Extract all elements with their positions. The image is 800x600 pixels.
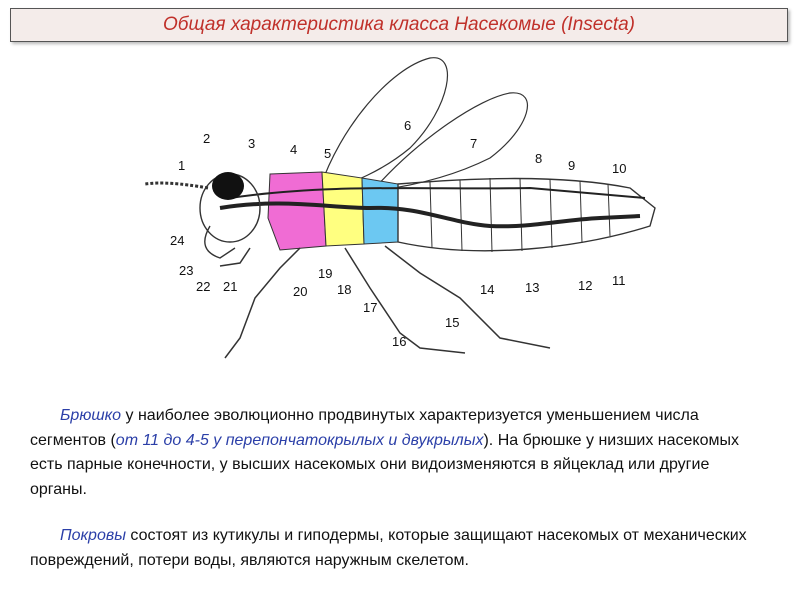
label-15: 15 bbox=[445, 315, 459, 330]
label-2: 2 bbox=[203, 131, 210, 146]
label-8: 8 bbox=[535, 151, 542, 166]
label-12: 12 bbox=[578, 278, 592, 293]
label-21: 21 bbox=[223, 279, 237, 294]
wing-fore bbox=[319, 57, 448, 191]
label-20: 20 bbox=[293, 284, 307, 299]
label-16: 16 bbox=[392, 334, 406, 349]
label-3: 3 bbox=[248, 136, 255, 151]
abdomen-segment-lines bbox=[429, 177, 611, 253]
digestive-tract bbox=[219, 201, 641, 229]
label-24: 24 bbox=[170, 233, 184, 248]
label-11: 11 bbox=[612, 273, 626, 288]
label-9: 9 bbox=[568, 158, 575, 173]
label-17: 17 bbox=[363, 300, 377, 315]
abdomen-highlight: от 11 до 4-5 у перепончатокрылых и двукр… bbox=[115, 431, 484, 449]
paragraph-integument: Покровы состоят из кутикулы и гиподермы,… bbox=[30, 524, 770, 573]
abdomen-text-1: у наиболее эволюционно продвинутых харак… bbox=[30, 407, 699, 449]
label-18: 18 bbox=[337, 282, 351, 297]
paragraph-abdomen: Брюшко у наиболее эволюционно продвинуты… bbox=[30, 404, 770, 502]
legs bbox=[219, 245, 551, 359]
mouthparts bbox=[204, 225, 236, 259]
label-10: 10 bbox=[612, 161, 626, 176]
label-13: 13 bbox=[525, 280, 539, 295]
label-23: 23 bbox=[179, 263, 193, 278]
wing-hind bbox=[373, 92, 528, 191]
label-22: 22 bbox=[196, 279, 210, 294]
term-abdomen: Брюшко bbox=[60, 407, 122, 424]
abdomen bbox=[397, 177, 656, 252]
antenna bbox=[144, 181, 209, 190]
insect-anatomy-diagram: 1 2 3 4 5 6 7 8 9 10 11 12 13 14 15 16 1… bbox=[144, 57, 656, 359]
abdomen-text-2: ). На брюшке у низших насекомых есть пар… bbox=[30, 431, 739, 498]
label-14: 14 bbox=[480, 282, 494, 297]
compound-eye bbox=[212, 172, 244, 200]
term-integument: Покровы bbox=[60, 527, 126, 544]
label-19: 19 bbox=[318, 266, 332, 281]
label-1: 1 bbox=[178, 158, 185, 173]
label-5: 5 bbox=[324, 146, 331, 161]
integument-text: состоят из кутикулы и гиподермы, которые… bbox=[30, 527, 747, 569]
label-7: 7 bbox=[470, 136, 477, 151]
dorsal-vessel bbox=[229, 186, 646, 199]
slide-title: Общая характеристика класса Насекомые (I… bbox=[10, 8, 788, 42]
slide-title-text: Общая характеристика класса Насекомые (I… bbox=[162, 14, 635, 35]
label-6: 6 bbox=[404, 118, 411, 133]
label-4: 4 bbox=[290, 142, 297, 157]
thorax-segment-1 bbox=[267, 171, 327, 251]
